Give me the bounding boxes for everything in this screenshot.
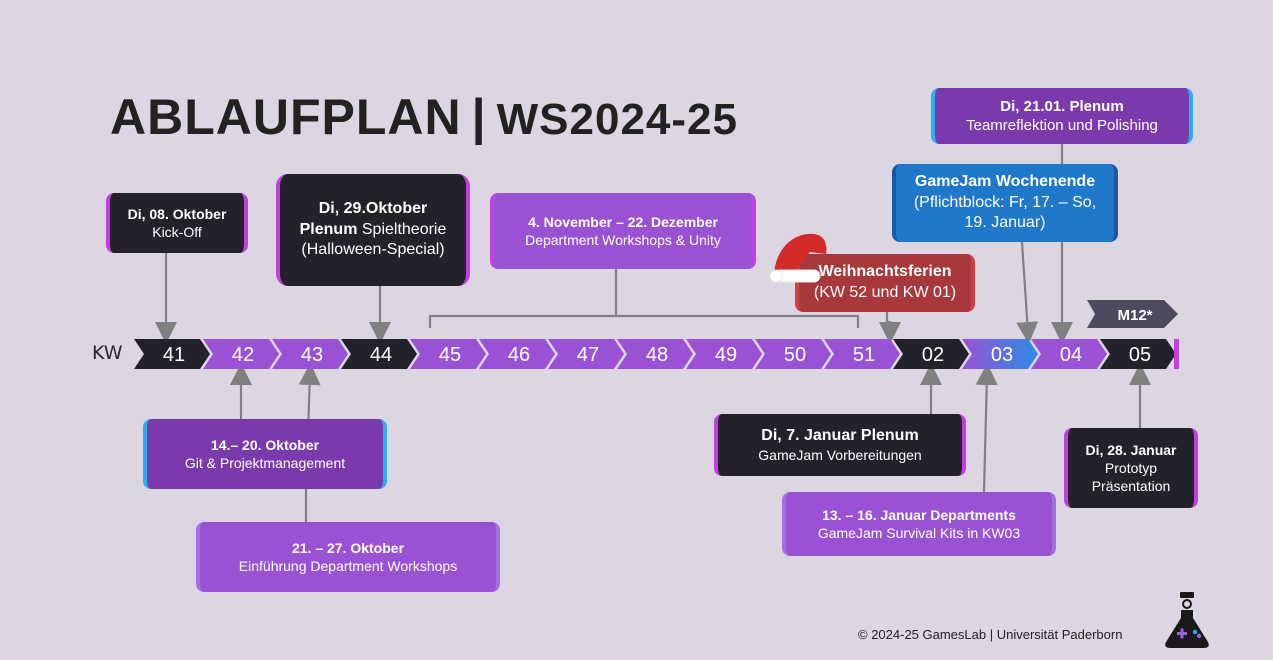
title-separator: | [471,89,487,145]
week-label-02: 02 [922,344,944,366]
prototyp-date: Di, 28. Januar [1085,441,1177,458]
week-chevron-42 [203,339,279,369]
event-kickoff: Di, 08. Oktober Kick-Off [106,193,248,253]
plenum-halloween-plenum: Plenum [299,220,358,238]
event-workshops: 4. November – 22. Dezember Department Wo… [490,193,756,269]
conn-weihnacht [879,312,901,344]
week-chevron-02 [893,339,969,369]
intro-date: 21. – 27. Oktober [291,539,405,556]
event-gamejam-weekend: GameJam Wochenende (Pflichtblock: Fr, 17… [892,164,1118,242]
week-label-47: 47 [577,344,599,366]
prototyp-label-2: Präsentation [1091,478,1171,495]
title-semester: WS2024-25 [496,95,738,144]
timeline-end-marker [1174,339,1179,369]
connectors [155,144,1151,522]
gamejam-title: GameJam Wochenende [914,172,1096,190]
plenum-jan21-date: Di, 21.01. Plenum [1000,97,1124,115]
week-label-48: 48 [646,344,668,366]
plenum-halloween-date: Di, 29.Oktober [318,199,428,217]
week-chevron-46 [479,339,555,369]
footer-copyright: © 2024-25 GamesLab | Universität Paderbo… [858,627,1123,642]
intro-label: Einführung Department Workshops [238,558,458,574]
conn-departments [975,363,998,493]
week-chevron-43 [272,339,348,369]
conn-workshops-bracket [428,314,860,328]
kickoff-date: Di, 08. Oktober [127,205,227,222]
event-plenum-jan21: Di, 21.01. Plenum Teamreflektion und Pol… [931,88,1193,144]
week-chevron-41 [134,339,210,369]
gameslab-flask-icon [1165,592,1209,648]
week-label-45: 45 [439,344,461,366]
week-label-04: 04 [1060,344,1082,366]
week-chevron-45 [410,339,486,369]
git-date: 14.– 20. Oktober [210,436,320,453]
plenum-halloween-special: (Halloween-Special) [301,241,445,259]
event-plenum-jan7: Di, 7. Januar Plenum GameJam Vorbereitun… [714,414,966,476]
m12-badge-shape [1087,300,1178,328]
plenum-halloween-topic: Spieltheorie [357,220,447,238]
week-label-41: 41 [163,344,185,366]
title-main: ABLAUFPLAN [110,89,462,145]
gamejam-end: 19. Januar) [964,214,1046,232]
kickoff-label: Kick-Off [152,224,202,240]
week-chevron-03 [962,339,1038,369]
week-chevrons: 41 42 43 44 45 46 47 48 49 50 51 02 03 04 05 [134,339,1176,369]
week-chevron-49 [686,339,762,369]
week-label-44: 44 [370,344,392,366]
week-chevron-50 [755,339,831,369]
gamejam-block: (Pflichtblock: Fr, 17. – So, [913,193,1097,211]
event-prototyp: Di, 28. Januar Prototyp Präsentation [1064,428,1198,508]
week-chevron-44 [341,339,417,369]
weihnacht-title: Weihnachtsferien [818,263,952,281]
week-chevron-05 [1100,339,1176,369]
m12-badge-label: M12* [1117,307,1152,324]
event-git: 14.– 20. Oktober Git & Projektmanagement [143,419,387,489]
week-chevron-04 [1031,339,1107,369]
week-label-50: 50 [784,344,806,366]
event-weihnachtsferien: Weihnachtsferien (KW 52 und KW 01) [795,254,975,312]
week-label-49: 49 [715,344,737,366]
plenum-jan21-label: Teamreflektion und Polishing [966,117,1158,134]
m12-badge: M12* [1087,300,1178,328]
event-plenum-halloween: Di, 29.Oktober Plenum Spieltheorie (Hall… [276,174,470,286]
week-label-42: 42 [232,344,254,366]
week-chevron-47 [548,339,624,369]
conn-gamejam [1016,241,1039,344]
santa-hat-icon [769,233,827,283]
week-label-03: 03 [991,344,1013,366]
week-label-51: 51 [853,344,875,366]
weihnacht-weeks: (KW 52 und KW 01) [813,284,957,301]
week-chevron-51 [824,339,900,369]
git-label: Git & Projektmanagement [184,455,346,471]
departments-date: 13. – 16. Januar Departments [822,506,1016,523]
workshops-label: Department Workshops & Unity [525,232,721,248]
workshops-date: 4. November – 22. Dezember [528,213,718,230]
week-label-05: 05 [1129,344,1151,366]
departments-label: GameJam Survival Kits in KW03 [817,525,1021,541]
week-label-46: 46 [508,344,530,366]
event-departments: 13. – 16. Januar Departments GameJam Sur… [782,492,1056,556]
plenum-jan7-date: Di, 7. Januar Plenum [761,426,919,444]
plenum-jan7-label: GameJam Vorbereitungen [758,447,922,464]
kw-axis-label: KW [92,342,123,364]
week-chevron-48 [617,339,693,369]
week-label-43: 43 [301,344,323,366]
event-intro-workshops: 21. – 27. Oktober Einführung Department … [196,522,500,592]
page-title: ABLAUFPLAN|WS2024-25 [110,88,738,146]
prototyp-label: Prototyp [1104,459,1158,476]
